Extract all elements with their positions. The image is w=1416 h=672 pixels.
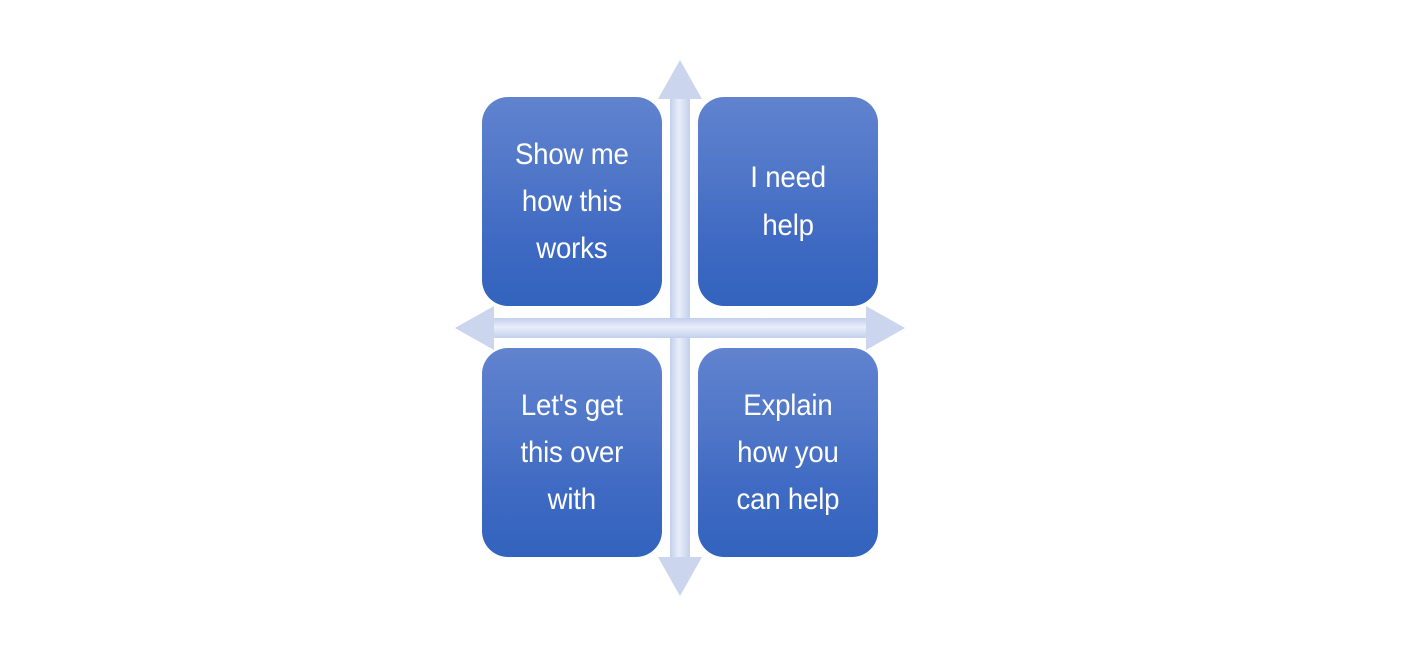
quadrant-box-top-right[interactable]: I need help	[698, 97, 878, 306]
vertical-axis	[658, 60, 702, 596]
arrow-left-icon	[455, 306, 494, 350]
quadrant-label-top-right: I need help	[750, 161, 826, 242]
quadrant-label-bottom-left: Let's get this over with	[520, 388, 624, 517]
quadrant-box-bottom-left[interactable]: Let's get this over with	[482, 348, 662, 557]
quadrant-box-bottom-right[interactable]: Explain how you can help	[698, 348, 878, 557]
horizontal-axis-shaft	[480, 318, 880, 338]
horizontal-axis	[455, 306, 905, 350]
arrow-up-icon	[658, 60, 702, 99]
quadrant-box-top-left[interactable]: Show me how this works	[482, 97, 662, 306]
arrow-down-icon	[658, 557, 702, 596]
vertical-axis-shaft	[670, 86, 690, 569]
arrow-right-icon	[866, 306, 905, 350]
quadrant-label-top-left: Show me how this works	[515, 137, 629, 266]
quadrant-label-bottom-right: Explain how you can help	[736, 388, 840, 517]
